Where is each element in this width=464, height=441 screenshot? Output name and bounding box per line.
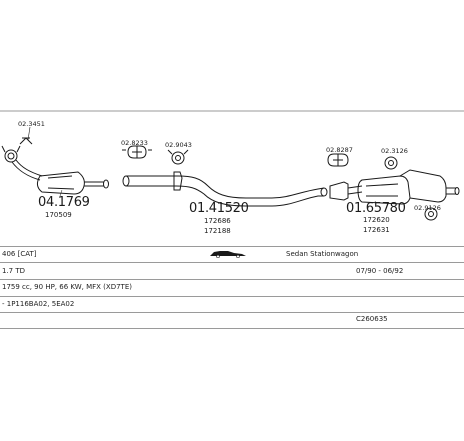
- spec-text: 1759 cc, 90 HP, 66 KW, MFX (XD7TE): [2, 283, 132, 291]
- table-rule: [0, 328, 464, 329]
- clamp-rear-a-label: 02.8287: [326, 146, 353, 154]
- table-rule: [0, 246, 464, 247]
- part-middle-label: 01.41520: [189, 201, 249, 216]
- sub-rear-1-label: 172620: [363, 216, 390, 224]
- clamp-rear-b-icon: [384, 156, 398, 170]
- engine-text: 1.7 TD: [2, 267, 26, 275]
- clamp-cat-icon: [19, 137, 33, 145]
- part-cat-label: 04.1769: [38, 195, 90, 210]
- clamp-middle-b-icon: [167, 149, 189, 165]
- clamp-middle-a-label: 02.8233: [121, 139, 148, 147]
- sub-rear-2-label: 172631: [363, 226, 390, 234]
- model-text: 406 [CAT]: [2, 250, 37, 258]
- rear-silencer-assembly: [329, 169, 460, 205]
- codes-text: - 1P116BA02, 5EA02: [2, 300, 75, 308]
- table-rule: [0, 312, 464, 313]
- middle-pipe-assembly: [122, 171, 328, 207]
- clamp-middle-a-icon: [122, 145, 152, 159]
- exhaust-diagram: 04.1769 170509 02.3451 02.8233 02.9043 0…: [0, 110, 464, 235]
- sub-middle-1-label: 172686: [204, 217, 231, 225]
- ref-text: C260635: [356, 315, 388, 323]
- table-rule: [0, 279, 464, 280]
- sub-middle-2-label: 172188: [204, 227, 231, 235]
- catalytic-converter-assembly: [1, 145, 109, 195]
- clamp-rear-a-icon: [327, 153, 349, 167]
- clamp-rear-c-label: 02.9126: [414, 204, 441, 212]
- part-rear-label: 01.65780: [346, 201, 406, 216]
- clamp-rear-c-icon: [424, 207, 438, 221]
- car-icon: [208, 249, 248, 260]
- years-text: 07/90 - 06/92: [356, 267, 404, 275]
- sub-cat-label: 170509: [45, 211, 72, 219]
- body-text: Sedan Stationwagon: [286, 250, 359, 258]
- clamp-middle-b-label: 02.9043: [165, 141, 192, 149]
- table-rule: [0, 296, 464, 297]
- leader-lines: [59, 189, 377, 206]
- clamp-rear-b-label: 02.3126: [381, 147, 408, 155]
- table-rule: [0, 262, 464, 263]
- clamp-cat-label: 02.3451: [18, 120, 45, 128]
